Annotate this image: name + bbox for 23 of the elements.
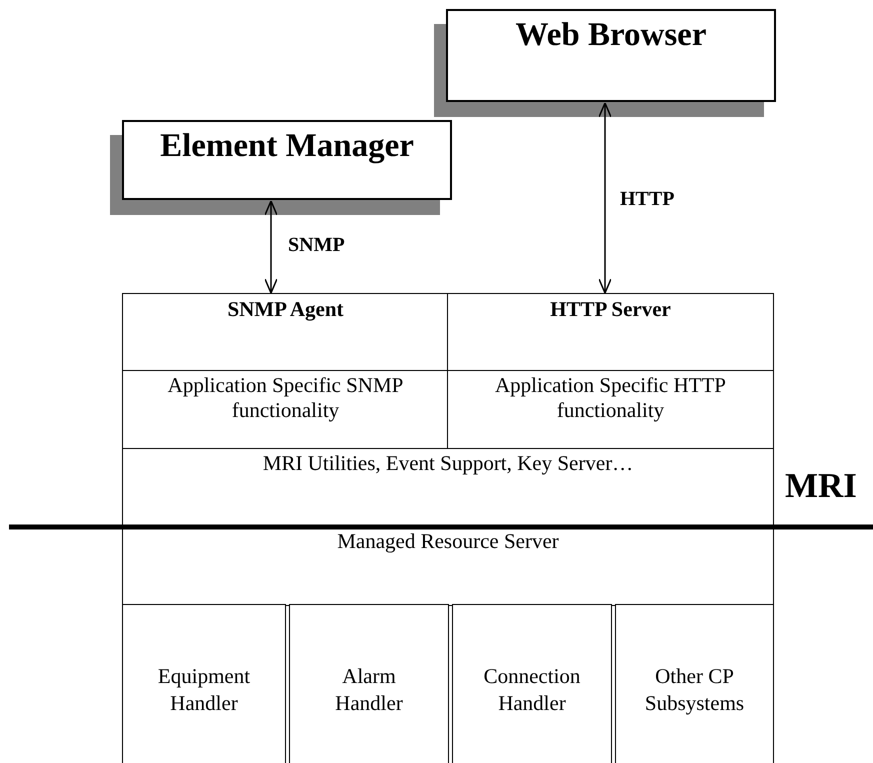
- layer-box: [447, 370, 774, 450]
- layer-box: [122, 370, 449, 450]
- box-text: Alarm Handler: [334, 663, 404, 716]
- handler-box: [122, 604, 286, 763]
- handler-box: [289, 604, 449, 763]
- component-box: [447, 293, 774, 372]
- double-arrow: [264, 200, 278, 294]
- layer-label: MRI: [785, 466, 857, 506]
- box-text: SNMP Agent: [226, 297, 345, 322]
- box-text: Element Manager: [159, 128, 415, 165]
- component-box: [122, 293, 449, 372]
- box-text: MRI Utilities, Event Support, Key Server…: [262, 451, 634, 476]
- box-text: Application Specific SNMP functionality: [166, 373, 404, 424]
- box-text: Managed Resource Server: [336, 529, 560, 554]
- box-text: Application Specific HTTP functionality: [494, 373, 727, 424]
- handler-box: [452, 604, 612, 763]
- box-text: Equipment Handler: [156, 663, 252, 716]
- double-arrow: [598, 102, 612, 294]
- handler-box: [615, 604, 774, 763]
- box-text: Connection Handler: [482, 663, 582, 716]
- box-text: HTTP Server: [549, 297, 672, 322]
- box-text: Other CP Subsystems: [644, 663, 746, 716]
- box-text: Web Browser: [514, 17, 708, 54]
